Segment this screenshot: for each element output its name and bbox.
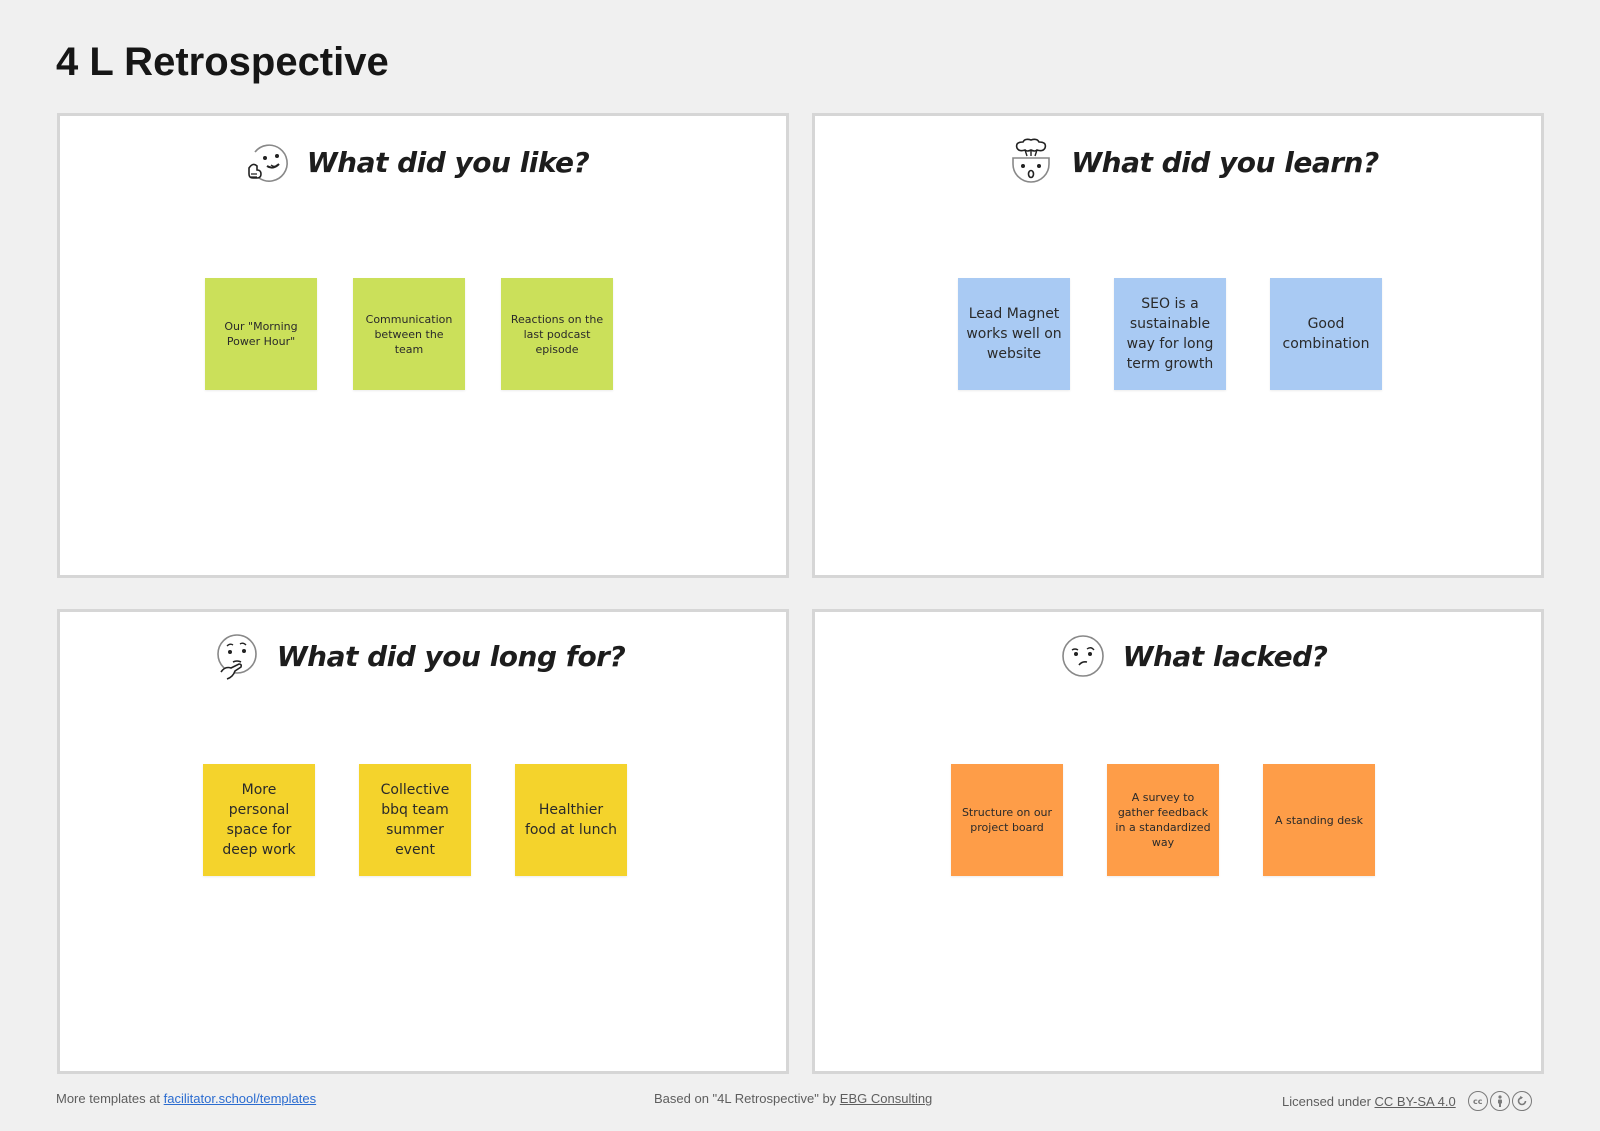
frame-heading: What lacked? xyxy=(1122,639,1328,673)
frame-what-did-you-learn[interactable]: What did you learn? Lead Magnet works we… xyxy=(812,113,1544,578)
sticky-note[interactable]: More personal space for deep work xyxy=(203,764,315,876)
footer-license: Licensed under CC BY-SA 4.0 cc xyxy=(1282,1091,1532,1111)
sticky-note[interactable]: Our "Morning Power Hour" xyxy=(205,278,317,390)
mind-blown-emoji-icon xyxy=(1012,138,1051,183)
footer-attribution: Based on "4L Retrospective" by EBG Consu… xyxy=(654,1091,932,1106)
sticky-note[interactable]: Reactions on the last podcast episode xyxy=(501,278,613,390)
frame-header: What did you long for? xyxy=(52,632,786,680)
sticky-notes-learn: Lead Magnet works well on website SEO is… xyxy=(799,278,1541,390)
sticky-notes-lacked: Structure on our project board A survey … xyxy=(785,764,1541,876)
sticky-note[interactable]: Lead Magnet works well on website xyxy=(958,278,1070,390)
footer-templates-text: More templates at xyxy=(56,1091,164,1106)
frame-heading: What did you learn? xyxy=(1071,145,1379,179)
sticky-notes-long: More personal space for deep work Collec… xyxy=(44,764,786,876)
sticky-note[interactable]: A standing desk xyxy=(1263,764,1375,876)
footer-templates: More templates at facilitator.school/tem… xyxy=(56,1091,316,1106)
sticky-note[interactable]: Healthier food at lunch xyxy=(515,764,627,876)
cc-icon: cc xyxy=(1467,1091,1488,1111)
thinking-emoji-icon xyxy=(216,634,257,680)
frame-header: What did you like? xyxy=(46,138,786,186)
sticky-notes-like: Our "Morning Power Hour" Communication b… xyxy=(32,278,786,390)
frame-header: What did you learn? xyxy=(845,138,1541,186)
sticky-note[interactable]: Structure on our project board xyxy=(951,764,1063,876)
templates-link[interactable]: facilitator.school/templates xyxy=(163,1091,317,1106)
sticky-note[interactable]: A survey to gather feedback in a standar… xyxy=(1107,764,1219,876)
footer-license-text: Licensed under xyxy=(1282,1093,1375,1109)
frame-heading: What did you like? xyxy=(306,145,590,179)
page-title: 4 L Retrospective xyxy=(56,40,389,84)
footer-attribution-text: Based on "4L Retrospective" by xyxy=(654,1091,840,1106)
license-icons: cc xyxy=(1467,1091,1532,1111)
thumbs-up-wink-emoji-icon xyxy=(247,144,288,182)
by-icon xyxy=(1489,1091,1510,1111)
license-link[interactable]: CC BY-SA 4.0 xyxy=(1374,1093,1456,1109)
frame-heading: What did you long for? xyxy=(276,639,626,673)
frame-what-did-you-like[interactable]: What did you like? Our "Morning Power Ho… xyxy=(57,113,789,578)
frame-what-did-you-long-for[interactable]: What did you long for? More personal spa… xyxy=(57,609,789,1074)
sticky-note[interactable]: Good combination xyxy=(1270,278,1382,390)
confused-emoji-icon xyxy=(1061,635,1104,677)
sa-icon xyxy=(1511,1091,1532,1111)
sticky-note[interactable]: SEO is a sustainable way for long term g… xyxy=(1114,278,1226,390)
frame-header: What lacked? xyxy=(845,632,1541,680)
sticky-note[interactable]: Collective bbq team summer event xyxy=(359,764,471,876)
frame-what-lacked[interactable]: What lacked? Structure on our project bo… xyxy=(812,609,1544,1074)
sticky-note[interactable]: Communication between the team xyxy=(353,278,465,390)
ebg-consulting-link[interactable]: EBG Consulting xyxy=(839,1091,933,1106)
